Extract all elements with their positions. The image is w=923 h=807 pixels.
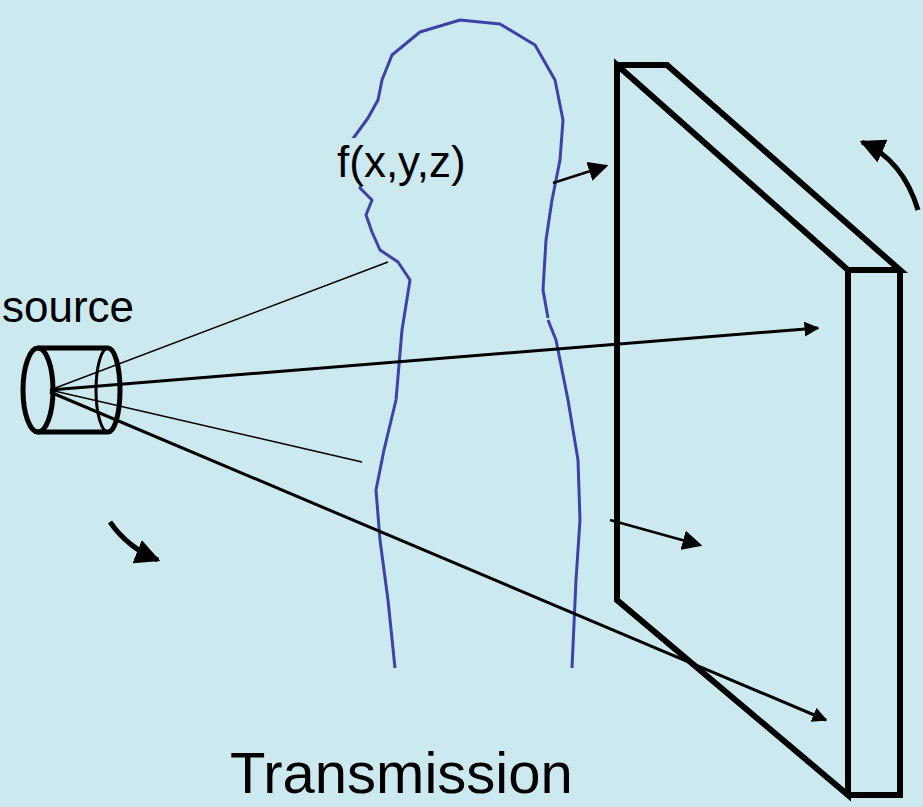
- rotation-arrows: [110, 142, 918, 560]
- caption-text: Transmission: [230, 741, 573, 805]
- x-ray-beams: [50, 262, 826, 720]
- function-label: f(x,y,z): [335, 138, 468, 186]
- detector-panel: [617, 65, 900, 795]
- source-label: source: [2, 283, 134, 331]
- head-outline: [352, 20, 580, 668]
- source-tube: [23, 348, 120, 432]
- leader-arrows: [553, 166, 700, 545]
